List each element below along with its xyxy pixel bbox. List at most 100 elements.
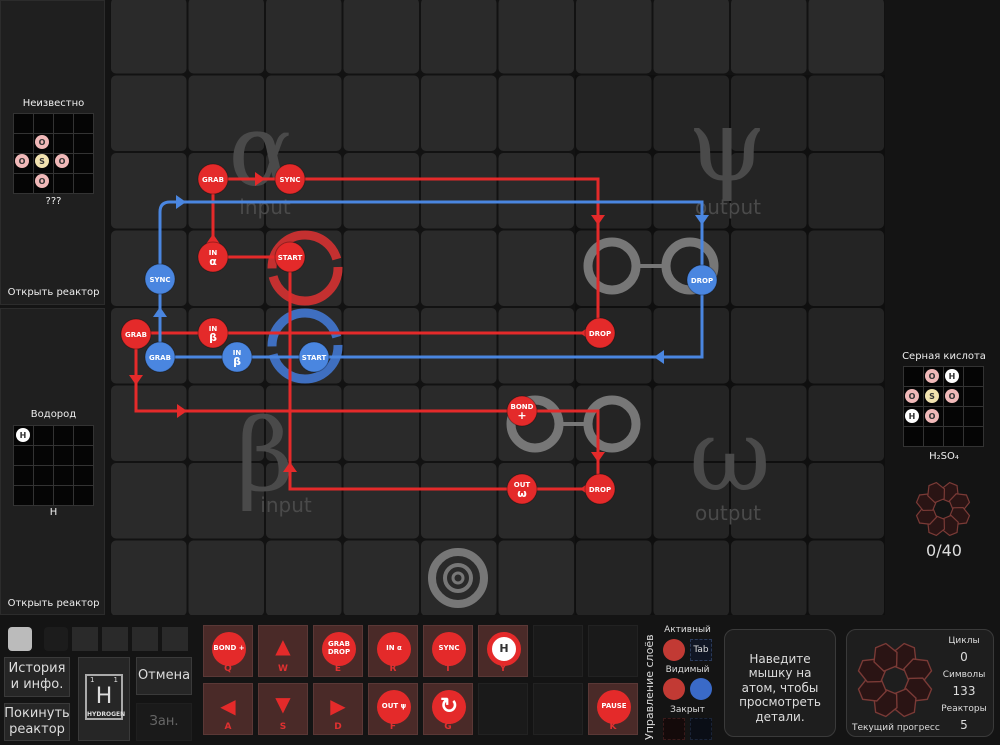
instruction-label: + — [517, 409, 526, 422]
blue-path — [158, 200, 704, 359]
output-progress-flower-icon — [915, 481, 971, 537]
element-mass: 1 — [113, 676, 118, 684]
layer-active-label: Активный — [664, 625, 711, 635]
output-panel: Серная кислота O H O S O H O H₂SO₄ 0/40 — [888, 0, 1000, 615]
red-instruction-grab[interactable]: GRAB — [197, 163, 229, 195]
reactor-grid[interactable]: α input ψ output β input ω output GRAB SY… — [110, 0, 885, 615]
tool-icon: ▲ — [275, 634, 291, 658]
instruction-label: GRAB — [202, 176, 224, 184]
layers-title: Управление слоёв — [643, 634, 656, 740]
bonders — [506, 237, 719, 453]
cancel-button[interactable]: Отмена — [136, 657, 192, 695]
tool-w[interactable]: ▲W — [258, 625, 308, 677]
blue-instruction-grab[interactable]: GRAB — [144, 341, 176, 373]
blue-instruction-drop[interactable]: DROP — [686, 264, 718, 296]
molecule-formula: H — [49, 507, 58, 518]
molecule-formula: ??? — [45, 196, 62, 207]
element-symbol: H — [95, 684, 113, 709]
zone-beta-symbol: β — [236, 397, 294, 514]
speed-step-button[interactable] — [44, 627, 68, 651]
open-reactor-button[interactable]: Открыть реактор — [7, 287, 100, 298]
tool-hotkey: F — [389, 722, 397, 732]
atom-sulfur: S — [35, 154, 49, 168]
red-instruction-in[interactable]: INα — [197, 241, 229, 273]
open-reactor-button[interactable]: Открыть реактор — [7, 598, 100, 609]
atom-oxygen: O — [945, 389, 959, 403]
blue-instruction-sync[interactable]: SYNC — [144, 263, 176, 295]
symbols-label: Символы — [942, 670, 986, 680]
layer-visible-blue[interactable] — [690, 678, 712, 700]
element-name: HYDROGEN — [87, 711, 126, 718]
tool-hotkey: D — [334, 722, 342, 732]
tool-s[interactable]: ▼S — [258, 683, 308, 735]
layer-visible-red[interactable] — [663, 678, 685, 700]
tool-q[interactable]: BOND +Q — [203, 625, 253, 677]
target-formula: H₂SO₄ — [929, 451, 959, 462]
instruction-label: DROP — [691, 277, 713, 285]
tool-hotkey: E — [334, 664, 342, 674]
reactors-label: Реакторы — [941, 704, 987, 714]
tool-icon: IN α — [377, 632, 411, 666]
molecule-grid — [13, 113, 94, 194]
tool-icon: ▶ — [330, 694, 346, 718]
output-count: 0/40 — [926, 541, 962, 560]
red-instruction-drop[interactable]: DROP — [584, 317, 616, 349]
layer-active-red[interactable] — [663, 639, 685, 661]
red-waldo-ring — [267, 230, 343, 306]
tool-hotkey: S — [279, 722, 287, 732]
red-instruction-in[interactable]: INβ — [197, 317, 229, 349]
layer-closed-blue[interactable] — [690, 718, 712, 740]
red-instruction-start[interactable]: START — [274, 241, 306, 273]
history-info-button[interactable]: История и инфо. — [4, 657, 70, 697]
red-instruction-drop[interactable]: DROP — [584, 473, 616, 505]
symbols-value: 133 — [952, 684, 976, 698]
instruction-label: START — [302, 354, 327, 362]
current-progress-flower-icon — [857, 642, 933, 718]
leave-reactor-button[interactable]: Покинуть реактор — [4, 703, 70, 741]
tool-icon: PAUSE — [597, 690, 631, 724]
instruction-label: IN — [209, 249, 218, 257]
atom-sulfur: S — [925, 389, 939, 403]
instruction-label: GRAB — [125, 331, 147, 339]
blue-instruction-in[interactable]: INβ — [221, 341, 253, 373]
tool-g[interactable]: ↻G — [423, 683, 473, 735]
zone-alpha-label: input — [239, 195, 291, 219]
empty-tool-slot — [588, 625, 638, 677]
cycles-label: Циклы — [948, 636, 980, 646]
instruction-label: START — [278, 254, 303, 262]
zone-omega-symbol: ω — [689, 397, 771, 514]
layer-closed-label: Закрыт — [670, 705, 705, 715]
layer-closed-red[interactable] — [663, 718, 685, 740]
red-instruction-sync[interactable]: SYNC — [274, 163, 306, 195]
tool-hotkey: T — [444, 664, 452, 674]
zone-labels: α input ψ output β input ω output — [228, 87, 771, 525]
atom-oxygen: O — [35, 135, 49, 149]
stats-panel: Текущий прогресс Циклы 0 Символы 133 Реа… — [846, 629, 994, 737]
layer-tab-button[interactable]: Tab — [690, 639, 712, 661]
speed-play-buttons[interactable] — [72, 627, 192, 651]
speed-stop-button[interactable] — [8, 627, 32, 651]
tool-a[interactable]: ◀A — [203, 683, 253, 735]
instruction-label: IN — [209, 325, 218, 333]
atom-oxygen: O — [35, 174, 49, 188]
instruction-label: β — [209, 331, 217, 344]
red-instruction-bond[interactable]: BOND+ — [506, 395, 538, 427]
bottom-toolbar: История и инфо. Покинуть реактор 1 1 H H… — [0, 615, 1000, 745]
red-instruction-grab[interactable]: GRAB — [120, 318, 152, 350]
blue-instruction-start[interactable]: START — [298, 341, 330, 373]
hint-box: Наведите мышку на атом, чтобы просмотрет… — [724, 629, 836, 737]
molecule-title: Водород — [30, 409, 77, 420]
atom-oxygen: O — [55, 154, 69, 168]
blue-arrows — [153, 195, 709, 364]
tool-d[interactable]: ▶D — [313, 683, 363, 735]
instruction-label: α — [209, 255, 217, 268]
zone-psi-symbol: ψ — [688, 87, 766, 204]
empty-tool-slot — [533, 683, 583, 735]
